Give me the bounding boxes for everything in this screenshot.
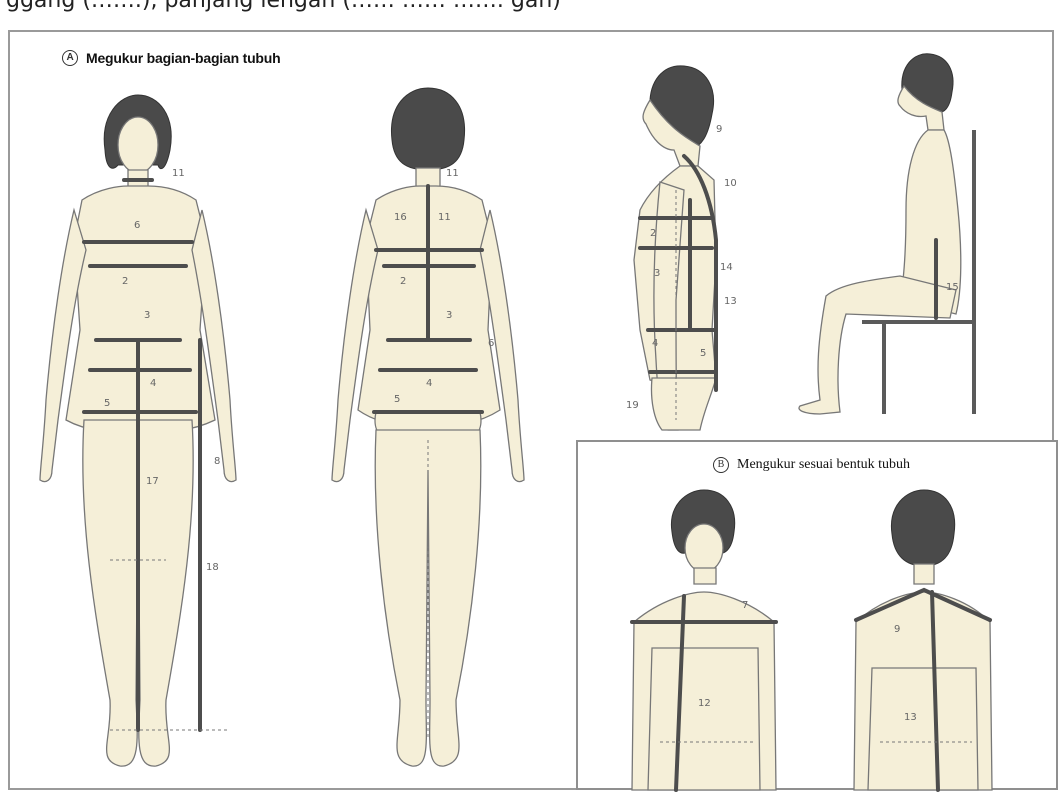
front-label: 5 bbox=[104, 398, 110, 409]
fit-front-label: 7 bbox=[742, 600, 748, 611]
front-label: 3 bbox=[144, 310, 150, 321]
back-label: 4 bbox=[426, 378, 432, 389]
side-label: 9 bbox=[716, 124, 722, 135]
seated-figure: 15 bbox=[799, 54, 974, 414]
front-label: 18 bbox=[206, 562, 219, 573]
fit-back-label: 13 bbox=[904, 712, 917, 723]
side-label: 3 bbox=[654, 268, 660, 279]
side-label: 10 bbox=[724, 178, 737, 189]
front-label: 11 bbox=[172, 168, 185, 179]
back-label: 3 bbox=[446, 310, 452, 321]
fit-back-figure: 9 13 bbox=[854, 490, 992, 790]
back-view-figure: 11 16 11 2 3 6 4 5 bbox=[332, 88, 524, 766]
back-label: 6 bbox=[488, 338, 494, 349]
front-label: 4 bbox=[150, 378, 156, 389]
side-label: 2 bbox=[650, 228, 656, 239]
back-label: 16 bbox=[394, 212, 407, 223]
side-label: 13 bbox=[724, 296, 737, 307]
back-label: 2 bbox=[400, 276, 406, 287]
back-label: 5 bbox=[394, 394, 400, 405]
front-view-figure: 11 6 2 3 4 5 17 18 8 bbox=[40, 95, 236, 766]
front-label: 6 bbox=[134, 220, 140, 231]
side-view-figure: 9 10 2 3 14 13 4 5 19 bbox=[626, 66, 737, 430]
side-label: 14 bbox=[720, 262, 733, 273]
front-label: 2 bbox=[122, 276, 128, 287]
side-label: 19 bbox=[626, 400, 639, 411]
side-label: 4 bbox=[652, 338, 658, 349]
front-label: 17 bbox=[146, 476, 159, 487]
fit-front-figure: 7 12 bbox=[632, 490, 776, 790]
fit-front-label: 12 bbox=[698, 698, 711, 709]
back-label: 11 bbox=[446, 168, 459, 179]
side-label: 5 bbox=[700, 348, 706, 359]
fit-back-label: 9 bbox=[894, 624, 900, 635]
front-label: 8 bbox=[214, 456, 220, 467]
seated-label: 15 bbox=[946, 282, 959, 293]
back-label: 11 bbox=[438, 212, 451, 223]
